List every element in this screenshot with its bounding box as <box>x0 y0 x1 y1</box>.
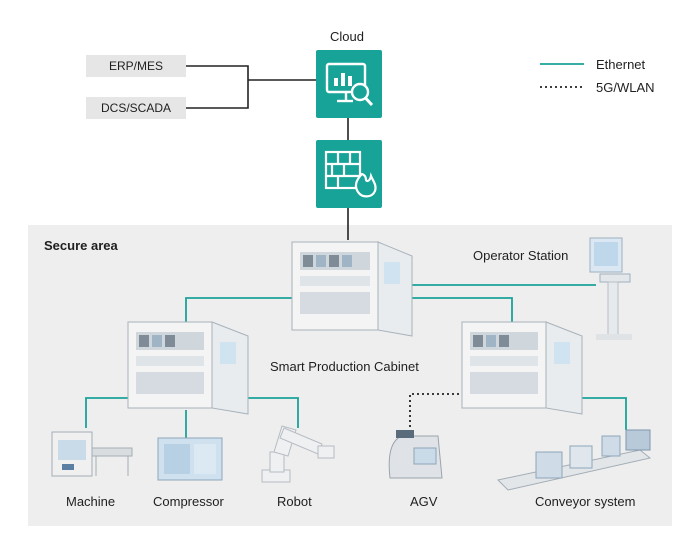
smart-production-cabinet-main <box>291 241 413 337</box>
conveyor-label: Conveyor system <box>535 494 636 509</box>
dcs-scada-label: DCS/SCADA <box>100 101 171 115</box>
operator-station-illustration <box>589 237 632 340</box>
robot-label: Robot <box>277 494 312 509</box>
firewall-node <box>316 140 382 208</box>
agv-label: AGV <box>410 494 438 509</box>
erp-mes-label: ERP/MES <box>108 59 163 73</box>
machine-illustration <box>51 431 133 477</box>
compressor-illustration <box>157 437 223 481</box>
operator-station-label: Operator Station <box>473 248 569 263</box>
secure-area-label: Secure area <box>44 238 118 253</box>
smart-production-cabinet-label: Smart Production Cabinet <box>270 359 419 374</box>
agv-illustration <box>388 430 443 479</box>
erp-mes-box: ERP/MES <box>86 55 186 77</box>
monitor-analytics-icon <box>325 62 374 107</box>
ethernet-links <box>85 284 627 440</box>
machine-label: Machine <box>66 494 116 509</box>
conveyor-illustration <box>496 429 652 491</box>
smart-production-cabinet-left <box>127 321 249 415</box>
cloud-label: Cloud <box>330 29 364 44</box>
dcs-scada-box: DCS/SCADA <box>86 97 186 119</box>
wireless-link <box>409 393 464 432</box>
robot-illustration <box>261 425 335 483</box>
legend-wlan-label: 5G/WLAN <box>596 80 655 95</box>
firewall-icon <box>324 150 377 198</box>
legend-ethernet-label: Ethernet <box>596 57 646 72</box>
compressor-label: Compressor <box>153 494 224 509</box>
enterprise-connector <box>186 65 316 109</box>
cloud-node <box>316 50 382 118</box>
smart-production-cabinet-right <box>461 321 583 415</box>
